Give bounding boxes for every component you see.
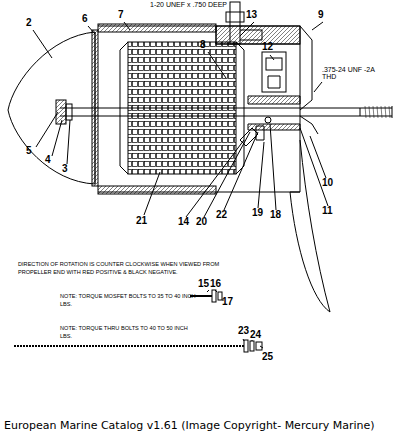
callout-number: 18 (270, 210, 281, 221)
callout-number: 6 (82, 14, 88, 25)
callout-number: 8 (200, 40, 206, 51)
callout-number: 17 (222, 297, 233, 308)
callout-number: 12 (262, 42, 273, 53)
callout-number: 16 (210, 279, 221, 290)
callout-number: 2 (26, 18, 32, 29)
callout-number: 3 (62, 164, 68, 175)
callout-number: 14 (178, 217, 189, 228)
callout-number: 15 (198, 279, 209, 290)
callout-number: 9 (318, 10, 324, 21)
dimension-label: 1-20 UNEF x .750 DEEP (150, 1, 227, 8)
callout-number: 10 (322, 178, 333, 189)
callout-number: 22 (216, 210, 227, 221)
note-text: DIRECTION OF ROTATION IS COUNTER CLOCKWI… (18, 260, 244, 277)
callout-number: 11 (322, 206, 333, 217)
caption: European Marine Catalog v1.61 (Image Cop… (4, 420, 375, 432)
dimension-label: .375-24 UNF -2A THD (322, 66, 376, 81)
callout-number: 7 (118, 10, 124, 21)
callout-number: 25 (262, 352, 273, 363)
callout-number: 4 (45, 155, 51, 166)
note-text: NOTE: TORQUE MOSFET BOLTS TO 35 TO 40 IN… (60, 292, 200, 309)
callout-number: 20 (196, 217, 207, 228)
callout-number: 19 (252, 208, 263, 219)
callout-number: 23 (238, 326, 249, 337)
callout-number: 5 (26, 146, 32, 157)
callout-number: 13 (246, 10, 257, 21)
callout-number: 21 (136, 216, 147, 227)
callout-number: 24 (250, 330, 261, 341)
note-text: NOTE: TORQUE THRU BOLTS TO 40 TO 50 INCH… (60, 324, 200, 341)
